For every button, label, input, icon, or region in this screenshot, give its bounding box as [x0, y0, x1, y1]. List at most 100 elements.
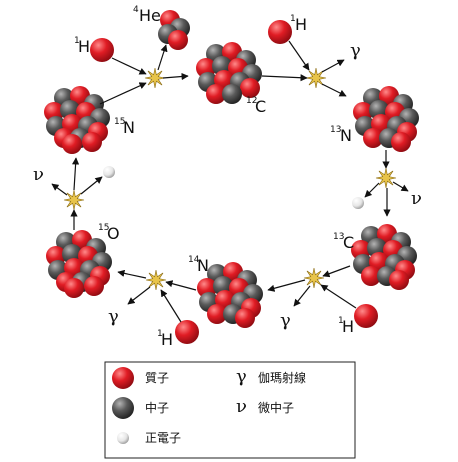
- svg-text:He: He: [139, 6, 161, 25]
- svg-text:N: N: [340, 126, 352, 145]
- arrow-h1-to-flash1: [111, 57, 147, 75]
- arrow-flash6-to-positron: [80, 176, 103, 195]
- svg-text:1: 1: [157, 329, 163, 339]
- proton-ball: [84, 276, 104, 296]
- svg-text:H: H: [78, 37, 90, 56]
- svg-text:13: 13: [333, 232, 344, 242]
- svg-text:O: O: [107, 224, 120, 243]
- proton-ball: [235, 308, 255, 328]
- arrow-h1-to-flash2: [288, 40, 310, 71]
- proton-h1-bottom-right: [354, 304, 378, 328]
- legend-proton-label: 質子: [145, 370, 169, 385]
- proton-ball: [207, 304, 227, 324]
- flash-star: [375, 167, 397, 189]
- arrow-flash5-to-o15: [117, 269, 147, 279]
- arrow-n15-to-flash1: [99, 82, 147, 105]
- gamma-label-bottom-right: γ: [280, 310, 291, 331]
- gamma-label-bottom-left: γ: [108, 306, 119, 327]
- arrow-n14-to-flash5: [165, 280, 197, 291]
- reaction-flash-right: [375, 167, 397, 189]
- nucleus-c12: [196, 42, 262, 104]
- svg-text:1: 1: [74, 36, 80, 46]
- proton-ball: [206, 84, 226, 104]
- svg-text:1: 1: [290, 14, 296, 24]
- proton-ball: [363, 128, 383, 148]
- svg-text:C: C: [343, 233, 354, 252]
- nucleus-n14: [197, 262, 263, 328]
- legend: 質子 中子 正電子 γ 伽瑪射線 ν 微中子: [104, 361, 356, 459]
- label-n14: 14 N: [188, 255, 209, 275]
- arrow-flash4-to-n14: [267, 279, 306, 292]
- label-c13: 13 C: [333, 232, 354, 252]
- proton-ball: [64, 278, 84, 298]
- legend-positron-icon: [117, 432, 129, 444]
- reaction-flash-bottom-right: [303, 267, 325, 289]
- arrow-c13-to-flash4: [322, 265, 351, 278]
- proton-h1-top-right: [268, 20, 292, 44]
- positron-right: [352, 197, 364, 209]
- arrow-flash2-to-gamma: [321, 59, 345, 73]
- nu-label-right: ν: [411, 188, 422, 209]
- flash-star: [63, 189, 85, 211]
- arrow-flash6-to-nu: [51, 183, 68, 196]
- nucleus-n15: [44, 86, 110, 154]
- arrow-h1-to-flash4: [320, 284, 357, 309]
- arrow-flash1-to-c12: [162, 72, 189, 81]
- svg-text:12: 12: [246, 96, 257, 106]
- proton-ball: [82, 132, 102, 152]
- label-o15: 15 O: [98, 223, 120, 243]
- nucleus-o15: [46, 230, 112, 298]
- svg-text:15: 15: [98, 223, 109, 233]
- legend-proton-icon: [112, 367, 134, 389]
- proton-h1-bottom-left: [175, 320, 199, 344]
- legend-frame: [104, 361, 356, 459]
- arrow-flash6-to-n15: [72, 157, 80, 191]
- svg-text:H: H: [342, 317, 354, 336]
- legend-nu-label: 微中子: [258, 400, 294, 415]
- svg-text:N: N: [123, 118, 135, 137]
- svg-text:13: 13: [330, 125, 341, 135]
- label-h1-bottom-right: 1 H: [338, 316, 354, 336]
- arrow-flash1-to-he4: [157, 44, 168, 71]
- positron-left: [103, 166, 115, 178]
- reaction-flash-bottom-left: [145, 269, 167, 291]
- flash-star: [145, 269, 167, 291]
- arrow-flash5-to-gamma: [127, 286, 151, 305]
- svg-text:15: 15: [114, 117, 125, 127]
- gamma-label-top: γ: [350, 40, 361, 61]
- svg-text:H: H: [161, 330, 173, 349]
- svg-text:C: C: [255, 97, 266, 116]
- label-n15: 15 N: [114, 117, 135, 137]
- label-c12: 12 C: [246, 96, 266, 116]
- legend-gamma-symbol: γ: [236, 366, 247, 387]
- legend-gamma-label: 伽瑪射線: [258, 370, 306, 385]
- label-h1-top-right: 1 H: [290, 14, 307, 34]
- nucleus-he4: [158, 10, 190, 50]
- arrow-flash3-to-nu: [392, 181, 409, 192]
- svg-text:N: N: [197, 256, 209, 275]
- nu-label-left: ν: [33, 164, 44, 185]
- neutron-ball: [222, 84, 242, 104]
- proton-h1-top-left: [90, 38, 114, 62]
- proton-ball: [62, 134, 82, 154]
- proton-ball: [361, 266, 381, 286]
- proton-ball: [391, 132, 411, 152]
- legend-neutron-icon: [112, 397, 134, 419]
- reaction-flash-top-left: [144, 67, 166, 89]
- nucleus-c13: [351, 224, 417, 290]
- arrow-h1-to-flash5: [160, 289, 182, 323]
- arrow-flash3-to-positron: [364, 182, 380, 198]
- reaction-flash-left: [63, 189, 85, 211]
- legend-neutron-label: 中子: [145, 400, 169, 415]
- arrow-flash2-to-n13: [321, 83, 347, 97]
- proton-ball: [389, 270, 409, 290]
- legend-nu-symbol: ν: [236, 396, 247, 417]
- label-he4: 4 He: [133, 5, 161, 25]
- arrow-c12-to-flash2: [261, 74, 308, 82]
- legend-positron-label: 正電子: [145, 431, 181, 445]
- svg-text:1: 1: [338, 316, 344, 326]
- svg-text:H: H: [295, 15, 307, 34]
- proton-ball: [240, 78, 260, 98]
- label-n13: 13 N: [330, 125, 352, 145]
